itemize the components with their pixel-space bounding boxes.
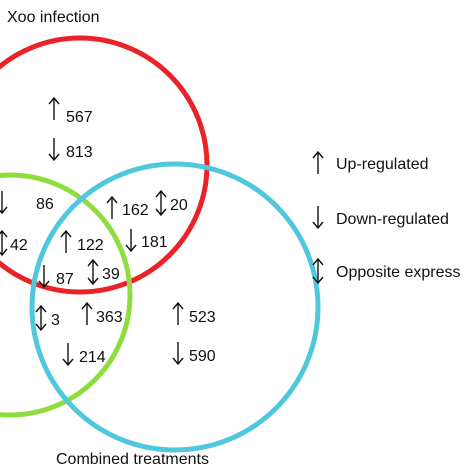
double-arrow-icon [155,190,167,216]
up-arrow-icon [312,151,324,175]
double-arrow-icon [0,230,8,256]
down-arrow-icon [38,264,50,288]
region-red-up: 567 [66,109,93,126]
up-arrow-icon [172,302,184,326]
legend-up-label: Up-regulated [336,156,429,173]
region-red-green-down: 86 [36,196,54,213]
region-blue-green-up: 363 [96,309,123,326]
region-blue-down: 590 [189,348,216,365]
legend-opposite-label: Opposite express [336,264,461,281]
region-red-blue-down: 181 [141,234,168,251]
region-red-blue-both: 20 [170,197,188,214]
double-arrow-icon [35,305,47,331]
region-center-both: 39 [102,266,120,283]
down-arrow-icon [62,342,74,366]
up-arrow-icon [106,196,118,220]
set-label-combined-treatments: Combined treatments [56,451,209,468]
down-arrow-icon [48,137,60,161]
double-arrow-icon [87,259,99,285]
down-arrow-icon [125,228,137,252]
set-label-xoo-infection: Xoo infection [7,9,100,26]
set-circle-green [0,172,133,418]
legend-down-label: Down-regulated [336,211,449,228]
region-blue-green-down: 214 [79,349,106,366]
legend: Up-regulated Down-regulated Opposite exp… [312,151,461,284]
set-circle-xoo-infection [0,35,210,295]
region-blue-up: 523 [189,309,216,326]
region-center-up: 122 [77,237,104,254]
region-red-down: 813 [66,144,93,161]
down-arrow-icon [0,190,8,214]
region-green-both: 42 [10,237,28,254]
set-circle-combined-treatments [29,161,321,453]
up-arrow-icon [60,230,72,254]
down-arrow-icon [172,341,184,365]
region-red-blue-up: 162 [122,202,149,219]
down-arrow-icon [312,205,324,229]
region-center-down: 87 [56,271,74,288]
up-arrow-icon [81,302,93,326]
up-arrow-icon [48,97,60,121]
region-green-blue-both: 3 [51,312,60,329]
